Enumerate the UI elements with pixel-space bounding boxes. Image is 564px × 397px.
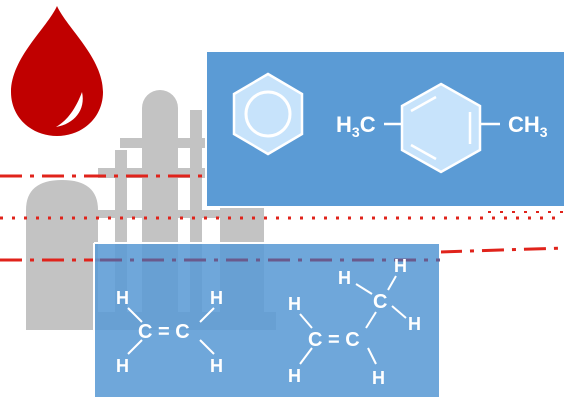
panel-background-lower: [94, 243, 440, 397]
propylene-h-methyl-2: H: [394, 256, 407, 276]
propylene-h-methyl-1: H: [338, 268, 351, 288]
drop-highlight: [56, 92, 83, 127]
ethylene-h-bottom-right: H: [210, 356, 223, 376]
propylene-methyl-h2-bond: [387, 275, 397, 291]
para-xylene-structure: H3C CH3: [336, 82, 548, 174]
olefins-panel: C = C H H H H C = C C H H H H H H: [93, 242, 441, 397]
storage-tank: [26, 180, 98, 330]
benzene-ring-icon: [232, 72, 304, 156]
propylene-bond-right-bottom: [367, 347, 377, 365]
ethylene-h-top-right: H: [210, 288, 223, 308]
propylene-methyl-h1-bond: [355, 283, 373, 295]
ethylene-bond-top-left: [127, 307, 143, 323]
flow-line-lower-right: [439, 246, 564, 254]
ethylene-bond-bottom-right: [199, 339, 215, 355]
drop-shape: [11, 6, 103, 136]
ethylene-backbone: C = C: [138, 321, 190, 343]
propylene-h-methyl-3: H: [408, 314, 421, 334]
propylene-structure: C = C C H H H H H H: [288, 256, 421, 388]
pipe-horizontal: [98, 168, 224, 178]
aromatics-panel: H3C CH3: [205, 52, 564, 208]
benzene-inner-circle: [244, 90, 292, 138]
oil-drop-icon: [11, 6, 103, 136]
benzene-hexagon: [232, 72, 304, 156]
pipe-bridge: [98, 210, 224, 218]
propylene-methyl-carbon: C: [373, 291, 387, 313]
propylene-h-left-top: H: [288, 294, 301, 314]
propylene-methyl-h3-bond: [391, 305, 407, 319]
methyl-group-right: CH3: [508, 112, 548, 140]
ethylene-bond-bottom-left: [127, 339, 143, 355]
propylene-h-right-bottom: H: [372, 368, 385, 388]
xylene-inner-bond-1: [410, 95, 437, 113]
propylene-backbone: C = C: [308, 329, 360, 351]
xylene-inner-bond-3: [410, 143, 437, 161]
ethylene-structure: C = C H H H H: [116, 288, 223, 376]
propylene-h-left-bottom: H: [288, 366, 301, 386]
propylene-bond-left-top: [299, 313, 313, 329]
propylene-bond-left-bottom: [299, 347, 313, 365]
propylene-bond-to-methyl: [365, 311, 377, 329]
ethylene-h-bottom-left: H: [116, 356, 129, 376]
ethylene-h-top-left: H: [116, 288, 129, 308]
pipe-arch: [120, 138, 208, 148]
methyl-group-left: H3C: [336, 112, 376, 140]
ethylene-bond-top-right: [199, 307, 215, 323]
